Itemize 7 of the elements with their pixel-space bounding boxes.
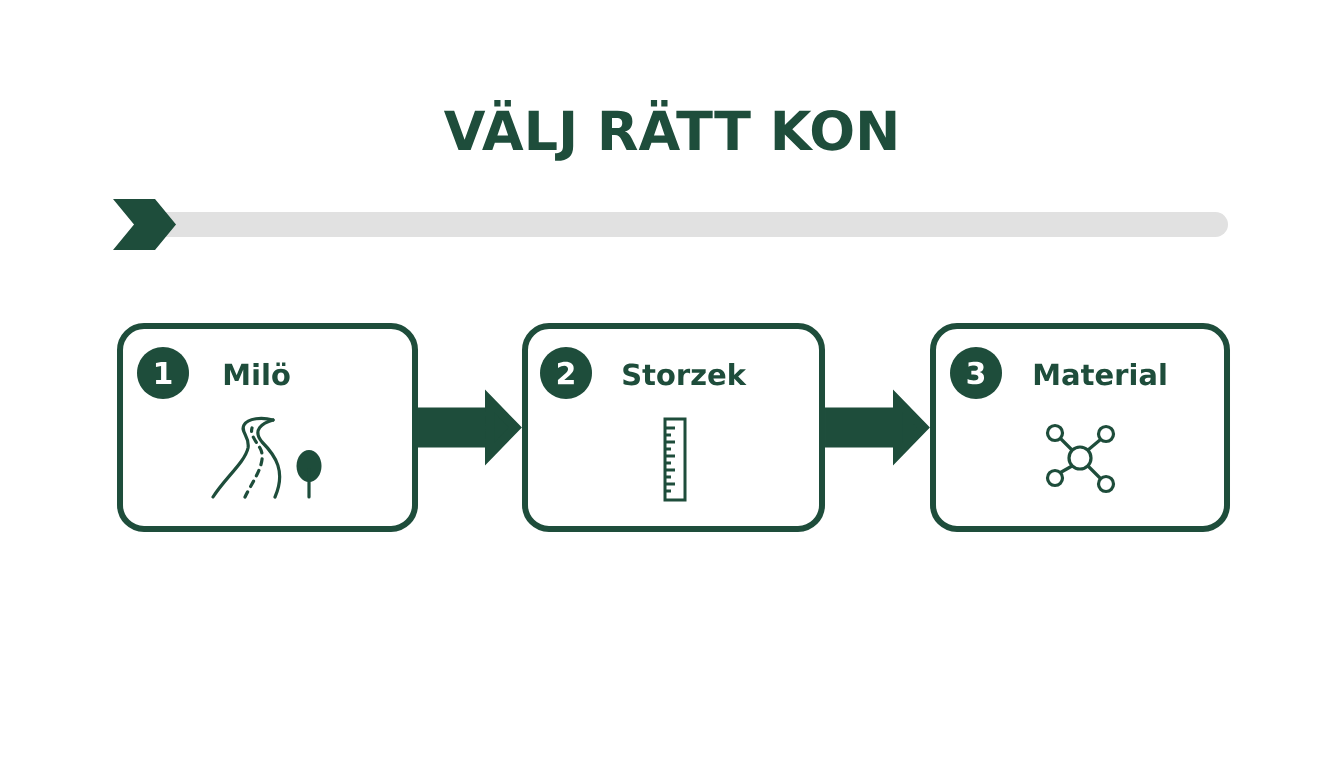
step-heading: Material (1034, 362, 1166, 386)
step-heading: Storzek (623, 362, 747, 386)
title: VÄLJ RÄTT KON (443, 99, 896, 161)
number-badge: 3 (950, 347, 1002, 399)
number-badge: 1 (137, 347, 189, 399)
number-badge: 2 (540, 347, 592, 399)
step-heading: Milö (224, 362, 290, 386)
